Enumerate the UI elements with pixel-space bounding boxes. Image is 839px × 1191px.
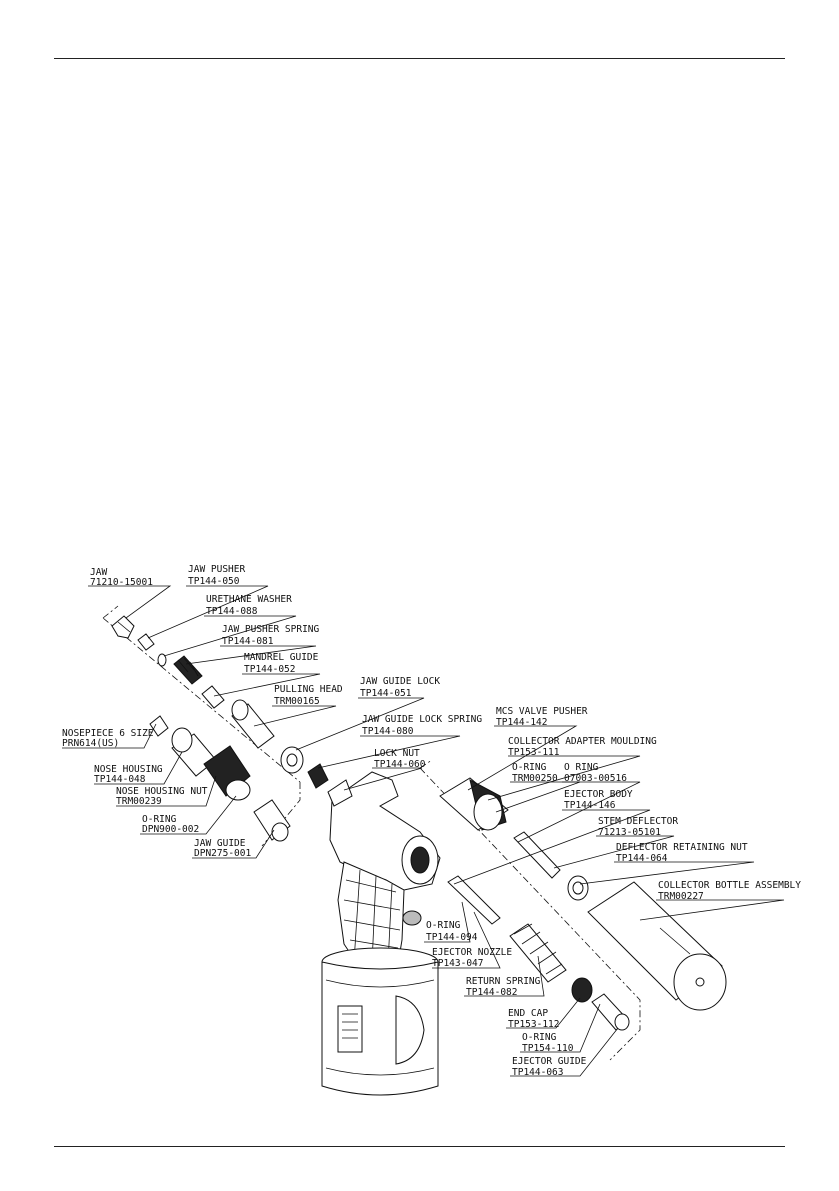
label-jaw-pusher-code: TP144-050	[188, 576, 240, 587]
label-deflector-retaining-nut-code: TP144-064	[616, 853, 668, 864]
rivet-tool-body	[321, 771, 441, 1096]
label-ejector-guide-name: EJECTOR GUIDE	[512, 1056, 587, 1067]
label-ejector-guide-code: TP144-063	[512, 1067, 563, 1078]
label-mcs-valve-pusher-code: TP144-142	[496, 717, 547, 728]
part-jaw-guide-lock	[280, 746, 304, 774]
label-collector-bottle-code: TRM00227	[658, 891, 704, 902]
part-collector-bottle	[587, 881, 727, 1011]
centre-line-nose	[102, 605, 301, 847]
part-jaw-guide	[253, 799, 291, 842]
label-o-ring-5-code: TP154-110	[522, 1043, 574, 1054]
label-collector-adapter-code: TP153-111	[508, 747, 560, 758]
label-stem-deflector-code: 71213-05101	[598, 827, 661, 838]
label-jaw-guide-lock-spring-code: TP144-080	[362, 726, 414, 737]
part-return-spring	[509, 923, 567, 983]
part-end-cap	[571, 977, 593, 1003]
label-end-cap-name: END CAP	[508, 1008, 548, 1019]
label-o-ring-1-name: O-RING	[142, 814, 177, 825]
label-o-ring-2-code: TRM00250	[512, 773, 558, 784]
label-o-ring-4-name: O-RING	[426, 920, 461, 931]
label-nosepiece-code: PRN614(US)	[62, 738, 119, 749]
label-return-spring-name: RETURN SPRING	[466, 976, 541, 987]
label-ejector-nozzle-name: EJECTOR NOZZLE	[432, 947, 512, 958]
label-urethane-washer-code: TP144-088	[206, 606, 258, 617]
label-o-ring-1-code: DPN900-002	[142, 824, 199, 835]
label-return-spring-code: TP144-082	[466, 987, 517, 998]
footer-rule	[54, 1146, 785, 1147]
label-jaw-name: JAW	[90, 567, 107, 578]
part-pulling-head	[231, 699, 275, 749]
header-rule	[54, 58, 785, 59]
part-deflector-nut	[567, 875, 589, 901]
part-jaw	[111, 615, 135, 639]
label-o-ring-5-name: O-RING	[522, 1032, 557, 1043]
leader-lines	[62, 585, 785, 1077]
label-stem-deflector-name: STEM DEFLECTOR	[598, 816, 678, 827]
label-pulling-head-code: TRM00165	[274, 696, 320, 707]
label-deflector-retaining-nut-name: DEFLECTOR RETAINING NUT	[616, 842, 748, 853]
part-urethane-washer	[157, 653, 167, 667]
part-collector-adapter	[439, 777, 509, 831]
label-nose-housing-name: NOSE HOUSING	[94, 764, 163, 775]
label-jaw-code: 71210-15001	[90, 577, 153, 588]
label-jaw-pusher-spring-code: TP144-081	[222, 636, 274, 647]
label-jaw-guide-lock-spring-name: JAW GUIDE LOCK SPRING	[362, 714, 482, 725]
label-mandrel-guide-code: TP144-052	[244, 664, 295, 675]
label-ejector-body-code: TP144-146	[564, 800, 616, 811]
part-nose-housing-nut	[203, 745, 251, 801]
label-jaw-pusher-name: JAW PUSHER	[188, 564, 245, 575]
label-mandrel-guide-name: MANDREL GUIDE	[244, 652, 319, 663]
label-jaw-pusher-spring-name: JAW PUSHER SPRING	[222, 624, 320, 635]
label-collector-adapter-name: COLLECTOR ADAPTER MOULDING	[508, 736, 657, 747]
label-end-cap-code: TP153-112	[508, 1019, 559, 1030]
label-jaw-guide-lock-code: TP144-051	[360, 688, 412, 699]
label-jaw-guide-code: DPN275-001	[194, 848, 251, 859]
part-ejector-body	[513, 831, 561, 879]
label-ejector-body-name: EJECTOR BODY	[564, 789, 633, 800]
label-o-ring-3-name: O RING	[564, 762, 599, 773]
label-collector-bottle-name: COLLECTOR BOTTLE ASSEMBLY	[658, 880, 801, 891]
label-ejector-nozzle-code: TP143-047	[432, 958, 483, 969]
part-mandrel-guide	[201, 685, 225, 709]
part-labels: JAW 71210-15001 JAW PUSHER TP144-050 URE…	[62, 564, 801, 1078]
centre-line-rear	[419, 759, 641, 1061]
label-o-ring-4-code: TP144-094	[426, 932, 478, 943]
label-lock-nut-name: LOCK NUT	[374, 748, 420, 759]
label-mcs-valve-pusher-name: MCS VALVE PUSHER	[496, 706, 588, 717]
part-jaw-guide-lock-spring	[307, 763, 329, 789]
part-jaw-pusher-spring	[173, 655, 203, 685]
label-nosepiece-name: NOSEPIECE 6 SIZE	[62, 728, 154, 739]
part-ejector-guide	[591, 993, 630, 1031]
label-o-ring-2-name: O-RING	[512, 762, 547, 773]
label-o-ring-3-code: 07003-00516	[564, 773, 627, 784]
part-nosepiece	[149, 715, 169, 737]
exploded-parts-diagram: JAW 71210-15001 JAW PUSHER TP144-050 URE…	[62, 564, 801, 1096]
label-jaw-guide-lock-name: JAW GUIDE LOCK	[360, 676, 440, 687]
part-jaw-pusher	[137, 633, 155, 651]
label-nose-housing-code: TP144-048	[94, 774, 146, 785]
label-pulling-head-name: PULLING HEAD	[274, 684, 343, 695]
label-lock-nut-code: TP144-060	[374, 759, 426, 770]
label-urethane-washer-name: URETHANE WASHER	[206, 594, 292, 605]
label-nose-housing-nut-name: NOSE HOUSING NUT	[116, 786, 208, 797]
part-ejector-nozzle	[447, 875, 501, 925]
label-nose-housing-nut-code: TRM00239	[116, 796, 162, 807]
label-jaw-guide-name: JAW GUIDE	[194, 838, 246, 849]
